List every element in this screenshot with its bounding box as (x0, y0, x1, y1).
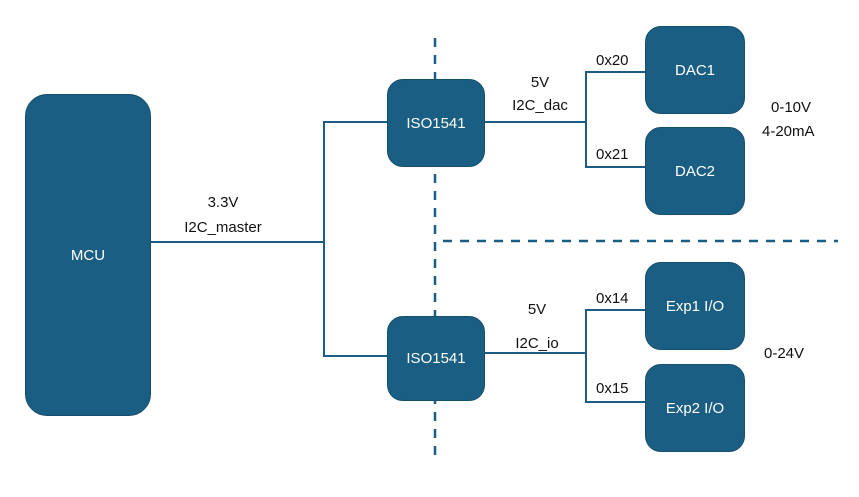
dac-current-range-label: 4-20mA (762, 123, 815, 140)
io-voltage-label: 5V (527, 301, 547, 318)
dac-voltage-range-label: 0-10V (771, 99, 812, 116)
iso1541-top-label: ISO1541 (406, 114, 466, 132)
exp1-address-label: 0x14 (596, 290, 629, 307)
iso1541-bottom-block: ISO1541 (387, 316, 485, 401)
exp2-address-label: 0x15 (596, 380, 629, 397)
io-voltage-range-label: 0-24V (764, 345, 805, 362)
iso1541-top-block: ISO1541 (387, 79, 485, 167)
exp2-io-block: Exp2 I/O (645, 364, 745, 452)
mcu-block: MCU (25, 94, 151, 416)
exp2-io-label: Exp2 I/O (665, 399, 725, 417)
dac-bus-split-wire (585, 71, 645, 168)
mcu-label: MCU (70, 246, 106, 264)
exp1-io-block: Exp1 I/O (645, 262, 745, 350)
dac1-block: DAC1 (645, 26, 745, 114)
dac-bus-label: I2C_dac (512, 97, 568, 114)
master-bus-label: I2C_master (184, 219, 262, 236)
io-bus-label: I2C_io (515, 335, 559, 352)
dac1-address-label: 0x20 (596, 52, 629, 69)
dac2-block: DAC2 (645, 127, 745, 215)
dac1-label: DAC1 (674, 61, 715, 79)
io-bus-split-wire (585, 309, 645, 403)
dac2-label: DAC2 (674, 162, 715, 180)
dac-voltage-label: 5V (530, 74, 550, 91)
master-voltage-label: 3.3V (207, 194, 239, 211)
iso1541-bottom-label: ISO1541 (406, 350, 466, 367)
exp1-io-label: Exp1 I/O (665, 297, 725, 315)
master-bus-split-wire (323, 121, 387, 357)
dac2-address-label: 0x21 (596, 146, 629, 163)
